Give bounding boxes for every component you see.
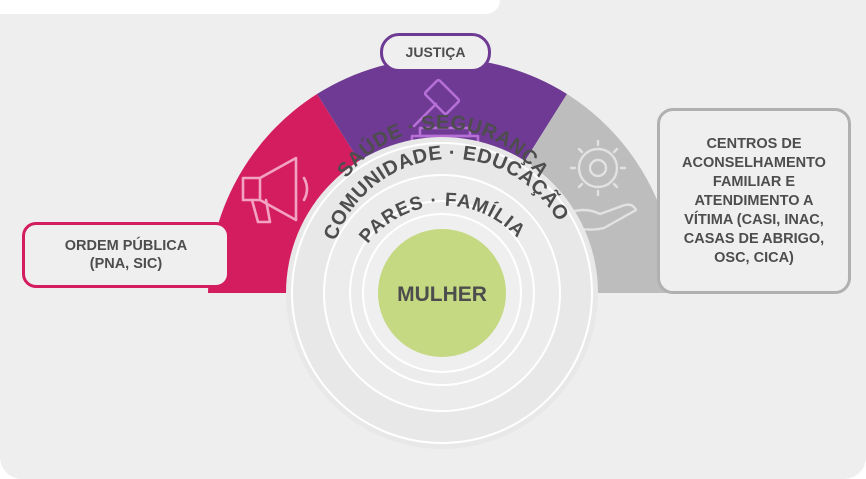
ordem-publica-label: ORDEM PÚBLICA (PNA, SIC) <box>64 238 188 272</box>
ring-outer-border <box>291 142 593 444</box>
ordem-publica-label-box: ORDEM PÚBLICA (PNA, SIC) <box>22 222 230 288</box>
top-band <box>0 0 500 14</box>
gear-hand-icon <box>564 139 638 231</box>
centros-label: CENTROS DE ACONSELHAMENTO FAMILIAR E ATE… <box>682 135 826 266</box>
centros-label-box: CENTROS DE ACONSELHAMENTO FAMILIAR E ATE… <box>657 108 851 294</box>
megaphone-icon <box>241 156 309 224</box>
center-circle <box>378 229 506 357</box>
gavel-icon <box>410 78 480 146</box>
center-label: MULHER <box>397 283 487 306</box>
justica-label: JUSTIÇA <box>405 44 466 60</box>
justica-label-box: JUSTIÇA <box>380 33 491 72</box>
